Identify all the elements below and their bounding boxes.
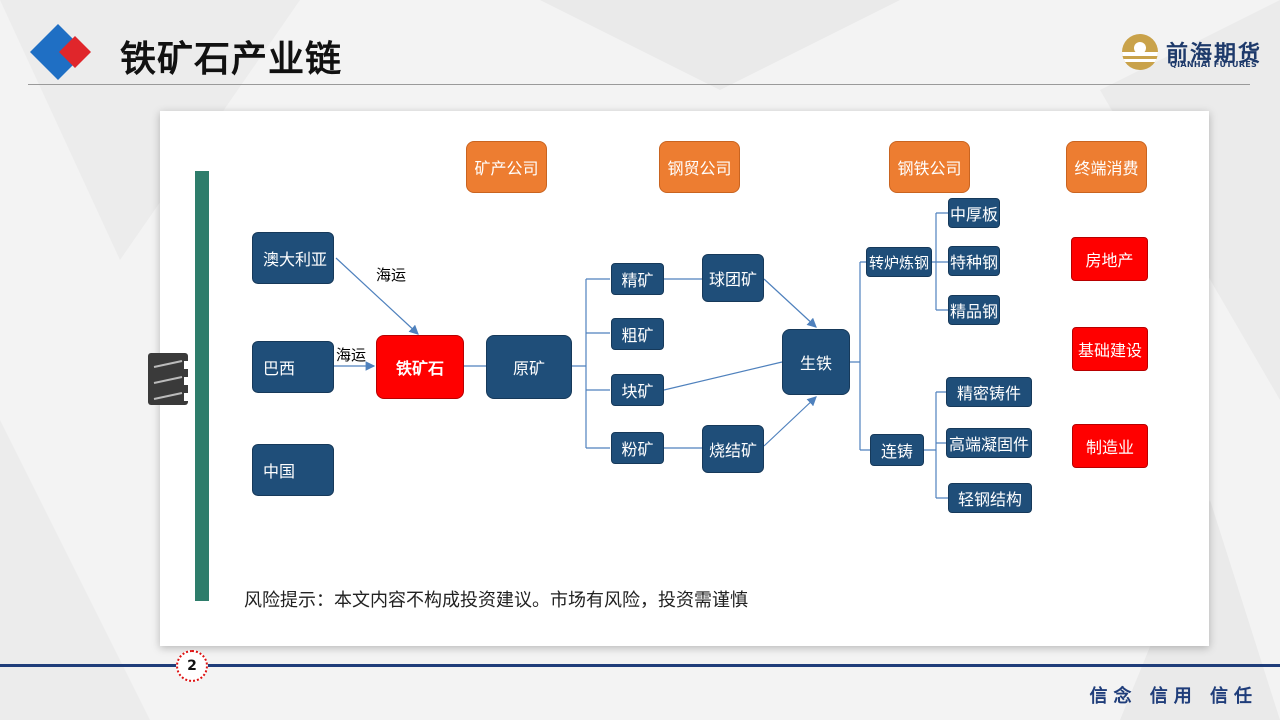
risk-notice: 风险提示：本文内容不构成投资建议。市场有风险，投资需谨慎: [244, 590, 748, 611]
shipping-label: 海运: [336, 346, 367, 364]
category-trade: 钢贸公司: [659, 141, 740, 193]
node-converter: 转炉炼钢: [866, 247, 932, 277]
source-brazil: 巴西: [252, 341, 334, 393]
product-light-steel: 轻钢结构: [948, 483, 1032, 513]
consumer-real-estate: 房地产: [1071, 237, 1148, 281]
node-coarse: 粗矿: [611, 318, 664, 350]
shipping-label: 海运: [376, 266, 407, 284]
product-special: 特种钢: [948, 246, 1000, 276]
page-title: 铁矿石产业链: [120, 39, 343, 80]
source-australia: 澳大利亚: [252, 232, 334, 284]
node-concentrate: 精矿: [611, 263, 664, 295]
header-divider: [28, 84, 1250, 85]
consumer-infrastructure: 基础建设: [1072, 327, 1148, 371]
consumer-manufacturing: 制造业: [1072, 424, 1148, 468]
node-pellet: 球团矿: [702, 254, 764, 302]
page-number: 2: [176, 650, 208, 682]
category-mining: 矿产公司: [466, 141, 547, 193]
product-quality: 精品钢: [948, 295, 1000, 325]
company-name-cn: 前海期货: [1166, 41, 1263, 67]
category-consumer: 终端消费: [1066, 141, 1147, 193]
accent-bar: [195, 171, 209, 601]
node-raw-ore: 原矿: [486, 335, 572, 399]
product-plate: 中厚板: [948, 198, 1000, 228]
node-fines: 粉矿: [611, 432, 664, 464]
brand-diamond-icon: [30, 24, 91, 80]
node-sinter: 烧结矿: [702, 425, 764, 473]
source-china: 中国: [252, 444, 334, 496]
company-name-en: QIANHAI FUTURES: [1170, 60, 1258, 69]
company-slogan: 信念 信用 信任: [1089, 686, 1258, 707]
product-fastener: 高端凝固件: [946, 428, 1032, 458]
node-pig-iron: 生铁: [782, 329, 850, 395]
node-casting: 连铸: [870, 434, 924, 466]
product-precision-casting: 精密铸件: [946, 377, 1032, 407]
company-logo-icon: [1122, 34, 1158, 70]
footer-divider: [0, 664, 1280, 667]
connector-icon: [148, 353, 188, 405]
node-iron-ore: 铁矿石: [376, 335, 464, 399]
category-steel: 钢铁公司: [889, 141, 970, 193]
node-lump: 块矿: [611, 374, 664, 406]
